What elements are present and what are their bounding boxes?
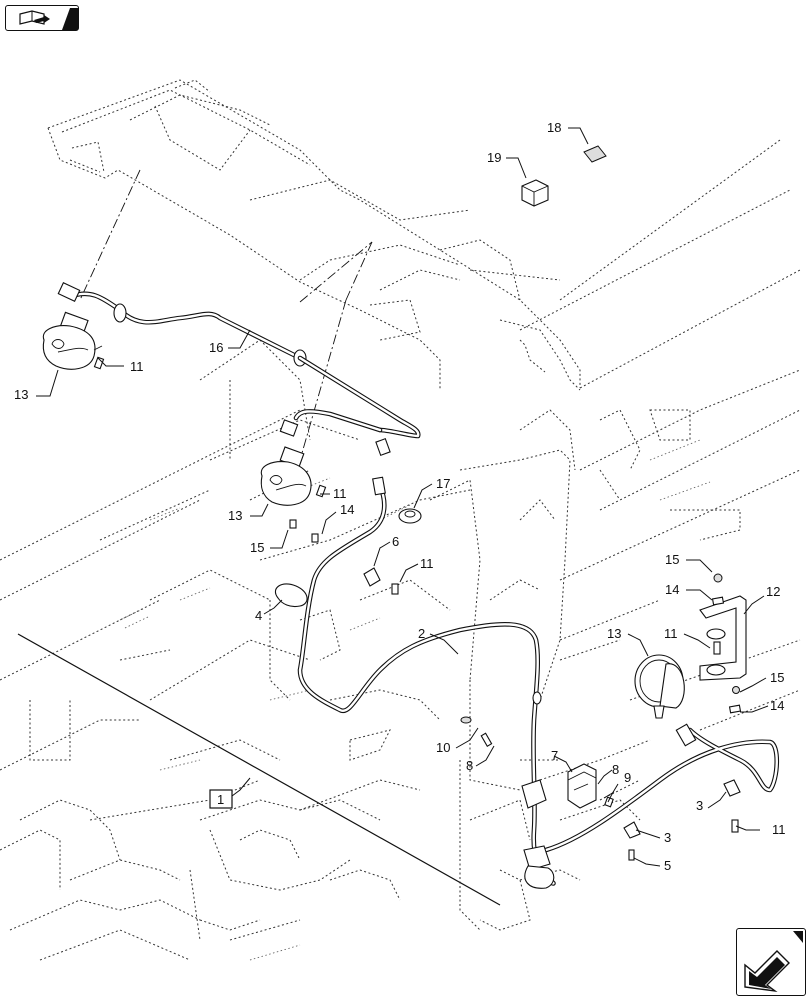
callout-2: 2 bbox=[418, 626, 425, 641]
callout-17: 17 bbox=[436, 476, 450, 491]
book-arrow-glyph bbox=[19, 8, 78, 30]
callout-11: 11 bbox=[772, 822, 786, 837]
callout-7: 7 bbox=[551, 748, 558, 763]
leader-lines bbox=[36, 127, 769, 867]
next-page-arrow-icon[interactable] bbox=[736, 928, 806, 996]
callout-4: 4 bbox=[255, 608, 262, 623]
harness-2 bbox=[297, 476, 780, 889]
callout-19: 19 bbox=[487, 150, 501, 165]
next-page-arrow-glyph bbox=[744, 931, 803, 993]
callout-8: 8 bbox=[612, 762, 619, 777]
work-lamp-13-right bbox=[623, 573, 747, 861]
callout-14: 14 bbox=[770, 698, 784, 713]
work-lamp-13-middle bbox=[260, 419, 327, 543]
callout-15: 15 bbox=[250, 540, 264, 555]
callout-3: 3 bbox=[696, 798, 703, 813]
callout-14: 14 bbox=[340, 502, 354, 517]
work-lamp-13-top bbox=[42, 282, 105, 370]
callout-labels: 18 19 16 11 13 11 13 14 15 17 6 11 4 2 1… bbox=[14, 120, 786, 873]
alignment-lines bbox=[17, 169, 501, 906]
callout-18: 18 bbox=[547, 120, 561, 135]
callout-14: 14 bbox=[665, 582, 679, 597]
callout-8: 8 bbox=[466, 758, 473, 773]
callout-16: 16 bbox=[209, 340, 223, 355]
callout-15: 15 bbox=[665, 552, 679, 567]
callout-6: 6 bbox=[392, 534, 399, 549]
harness-16 bbox=[69, 291, 421, 456]
parts-18-19 bbox=[521, 145, 607, 207]
misc-parts bbox=[274, 508, 493, 747]
callout-12: 12 bbox=[766, 584, 780, 599]
book-arrow-icon[interactable] bbox=[5, 5, 79, 31]
relay-7 bbox=[567, 763, 615, 809]
callout-5: 5 bbox=[664, 858, 671, 873]
callout-13: 13 bbox=[228, 508, 242, 523]
callout-15: 15 bbox=[770, 670, 784, 685]
callout-11: 11 bbox=[420, 556, 434, 571]
callout-11: 11 bbox=[130, 359, 144, 374]
callout-13: 13 bbox=[607, 626, 621, 641]
phantom-frame bbox=[0, 79, 801, 961]
callout-3: 3 bbox=[664, 830, 671, 845]
callout-10: 10 bbox=[436, 740, 450, 755]
callout-11: 11 bbox=[664, 626, 678, 641]
reference-box-label: 1 bbox=[217, 792, 224, 807]
callout-11: 11 bbox=[333, 486, 347, 501]
callout-9: 9 bbox=[624, 770, 631, 785]
reference-box-1: 1 bbox=[209, 789, 233, 809]
callout-13: 13 bbox=[14, 387, 28, 402]
